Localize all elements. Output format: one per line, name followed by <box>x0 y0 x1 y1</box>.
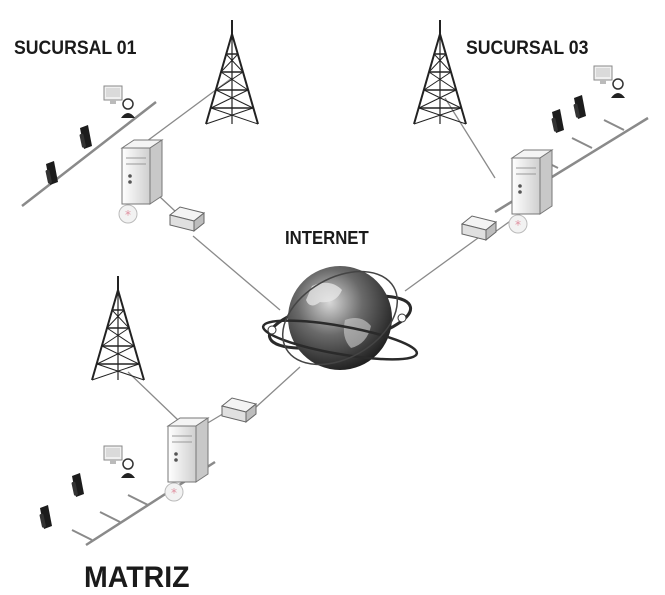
link-matriz-internet <box>254 366 301 409</box>
ip-phone-icon <box>573 95 586 119</box>
ip-phone-icon <box>71 473 84 497</box>
lan-bus-sucursal01 <box>21 101 157 207</box>
internet-label: INTERNET <box>285 228 369 248</box>
branch-01-label: SUCURSAL 01 <box>14 38 137 59</box>
server-icon <box>118 139 163 224</box>
wan-links <box>127 77 521 431</box>
lan-drops <box>71 119 625 541</box>
internet-globe-icon <box>261 266 419 370</box>
ip-phone-icon <box>39 505 52 529</box>
ip-phone-icon <box>45 161 58 185</box>
link-internet-sucursal03 <box>404 237 479 292</box>
link-server-matriz-tower <box>127 371 179 421</box>
radio-tower-icon <box>413 19 467 125</box>
computer-user-icon <box>593 65 626 99</box>
link-sucursal01-internet <box>192 235 281 311</box>
radio-tower-icon <box>91 275 145 381</box>
computer-user-icon <box>103 85 136 119</box>
headquarters-label: MATRIZ <box>84 561 190 594</box>
ip-phone-icon <box>551 109 564 133</box>
modem-icon <box>461 215 497 241</box>
modem-icon <box>221 397 257 423</box>
server-icon <box>164 417 209 502</box>
server-icon <box>508 149 553 234</box>
ip-phone-icon <box>79 125 92 149</box>
radio-tower-icon <box>205 19 259 125</box>
link-server03-tower <box>444 97 496 179</box>
modem-icon <box>169 206 205 232</box>
branch-03-label: SUCURSAL 03 <box>466 38 589 59</box>
computer-user-icon <box>103 445 136 479</box>
